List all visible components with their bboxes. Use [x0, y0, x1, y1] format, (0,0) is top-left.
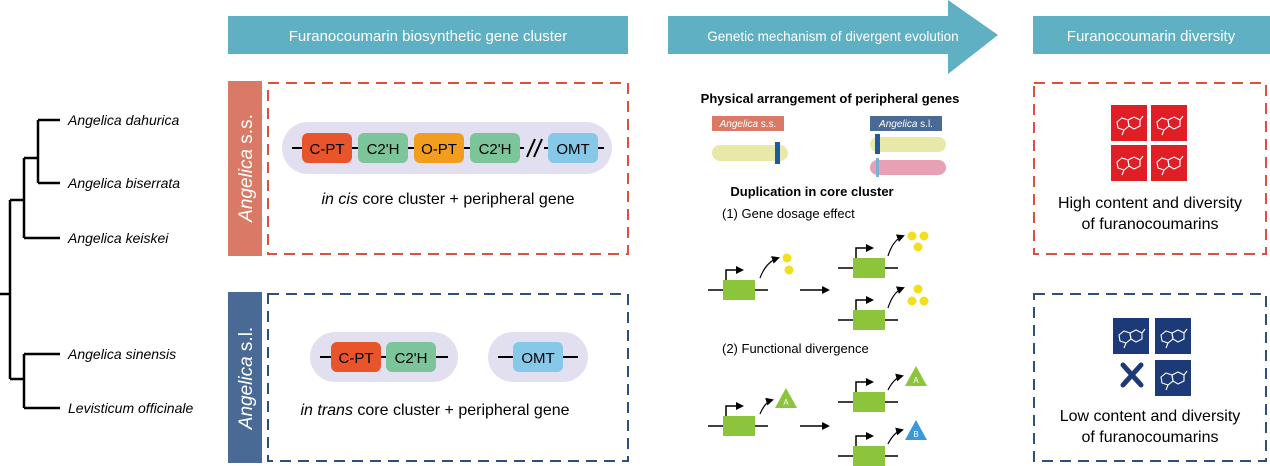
group-sl-label: Angelica s.l.	[236, 327, 257, 430]
header-cluster-label: Furanocoumarin biosynthetic gene cluster	[289, 28, 567, 45]
product-b-label: B	[913, 430, 918, 439]
cis-cluster-box	[267, 82, 629, 255]
high-diversity-box	[1033, 82, 1267, 255]
gene-label: C2'H	[395, 350, 428, 367]
dosage-label: (1) Gene dosage effect	[722, 206, 855, 221]
header-mechanism-arrow: Genetic mechanism of divergent evolution	[668, 0, 998, 74]
physical-arrangement-title: Physical arrangement of peripheral genes	[701, 91, 960, 106]
group-ss-label: Angelica s.s.	[236, 114, 257, 223]
functional-duplicate-gene-a: A	[838, 366, 927, 412]
gene-label: C-PT	[339, 350, 374, 367]
molecule-icon	[1110, 104, 1148, 142]
gene-label: O-PT	[421, 141, 457, 158]
high-diversity-line1: High content and diversity	[1058, 195, 1242, 212]
high-diversity-line2: of furanocoumarins	[1082, 216, 1219, 233]
header-mechanism-label: Genetic mechanism of divergent evolution	[707, 29, 958, 44]
chromosome-break-icon	[524, 138, 544, 158]
gene-label: C2'H	[367, 141, 400, 158]
chromosome-sl-tag: Angelica s.l.	[878, 119, 933, 130]
cis-gene-cluster: C-PT C2'H O-PT C2'H OMT	[282, 122, 612, 174]
cis-caption: in cis core cluster + peripheral gene	[321, 191, 574, 208]
furanocoumarin-molecules-red	[1110, 104, 1188, 182]
gene-c2h	[386, 342, 436, 372]
gene-label: OMT	[521, 350, 554, 367]
taxon-label: Angelica biserrata	[67, 175, 180, 191]
molecule-icon	[1150, 104, 1188, 142]
chromosome-sl: Angelica s.l.	[870, 116, 946, 177]
functional-duplicate-gene-b: B	[838, 420, 927, 466]
gene-c2h	[470, 133, 520, 163]
chromosome-ss-tag: Angelica s.s.	[719, 119, 777, 130]
product-a-label: A	[913, 376, 919, 385]
molecule-icon	[1112, 317, 1150, 355]
trans-caption: in trans core cluster + peripheral gene	[300, 402, 569, 419]
duplication-title: Duplication in core cluster	[730, 184, 893, 199]
molecule-icon	[1154, 317, 1192, 355]
taxon-label: Angelica dahurica	[67, 112, 180, 128]
gene-label: OMT	[556, 141, 589, 158]
taxon-label: Angelica keiskei	[67, 230, 169, 246]
group-bar-sl: Angelica s.l.	[228, 292, 262, 463]
low-diversity-box	[1033, 293, 1267, 462]
taxon-label: Angelica sinensis	[67, 346, 176, 362]
chromosome-ss: Angelica s.s.	[712, 116, 788, 164]
dosage-source-gene	[708, 253, 794, 300]
gene-label: C-PT	[310, 141, 345, 158]
gene-opt	[414, 133, 464, 163]
gene-cpt	[331, 342, 381, 372]
molecule-icon	[1154, 359, 1192, 397]
dosage-duplicate-gene-1	[838, 231, 929, 278]
gene-omt	[548, 133, 598, 163]
taxon-label: Levisticum officinale	[68, 400, 193, 416]
header-diversity-label: Furanocoumarin diversity	[1067, 28, 1236, 45]
trans-cluster-box	[267, 293, 629, 462]
header-diversity: Furanocoumarin diversity	[1033, 16, 1270, 54]
trans-peripheral-gene: OMT	[488, 332, 588, 382]
phylogenetic-tree	[0, 118, 60, 410]
functional-label: (2) Functional divergence	[722, 341, 869, 356]
low-diversity-line2: of furanocoumarins	[1082, 429, 1219, 446]
molecule-icon	[1150, 144, 1188, 182]
low-diversity-line1: Low content and diversity	[1060, 408, 1241, 425]
trans-core-cluster: C-PT C2'H	[310, 332, 458, 382]
dosage-duplicate-gene-2	[838, 284, 929, 330]
molecule-icon	[1110, 144, 1148, 182]
gene-cpt	[302, 133, 352, 163]
gene-label: C2'H	[479, 141, 512, 158]
group-bar-ss: Angelica s.s.	[228, 81, 262, 256]
product-a-label: A	[783, 398, 789, 407]
header-cluster: Furanocoumarin biosynthetic gene cluster	[228, 16, 628, 54]
gene-omt	[513, 342, 563, 372]
functional-source-gene: A	[708, 388, 797, 436]
gene-c2h	[358, 133, 408, 163]
cross-icon	[1120, 362, 1144, 388]
